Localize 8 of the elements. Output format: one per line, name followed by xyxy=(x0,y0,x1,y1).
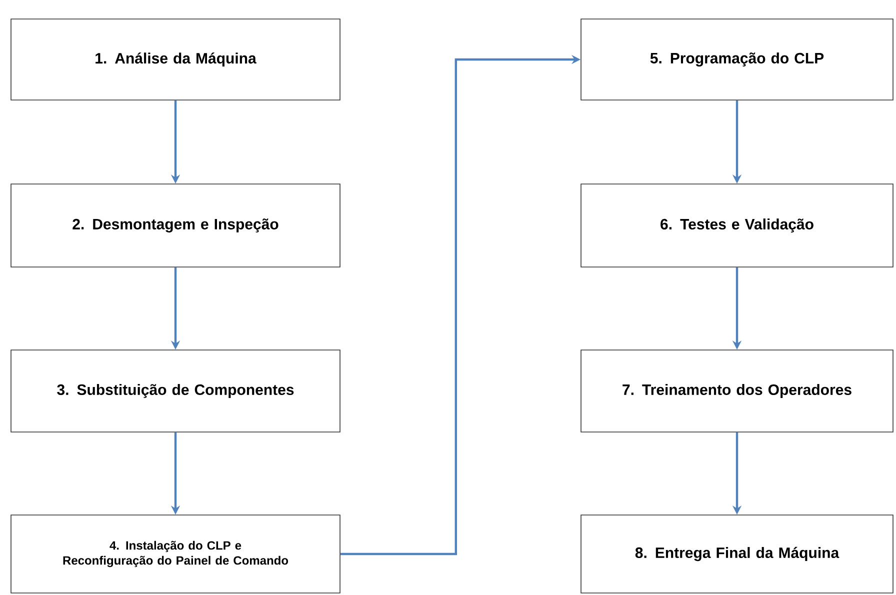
process-box: 1. Análise da Máquina xyxy=(10,18,340,100)
process-box: 2. Desmontagem e Inspeção xyxy=(10,184,340,268)
process-box: 6. Testes e Validação xyxy=(580,184,894,268)
process-box: 7. Treinamento dos Operadores xyxy=(580,350,894,432)
process-box: 8. Entrega Final da Máquina xyxy=(580,514,894,594)
process-box: 5. Programação do CLP xyxy=(580,18,894,100)
process-box: 3. Substituição de Componentes xyxy=(10,350,340,432)
process-box: 4. Instalação do CLP e Reconfiguração do Painel de Comando xyxy=(10,514,340,594)
